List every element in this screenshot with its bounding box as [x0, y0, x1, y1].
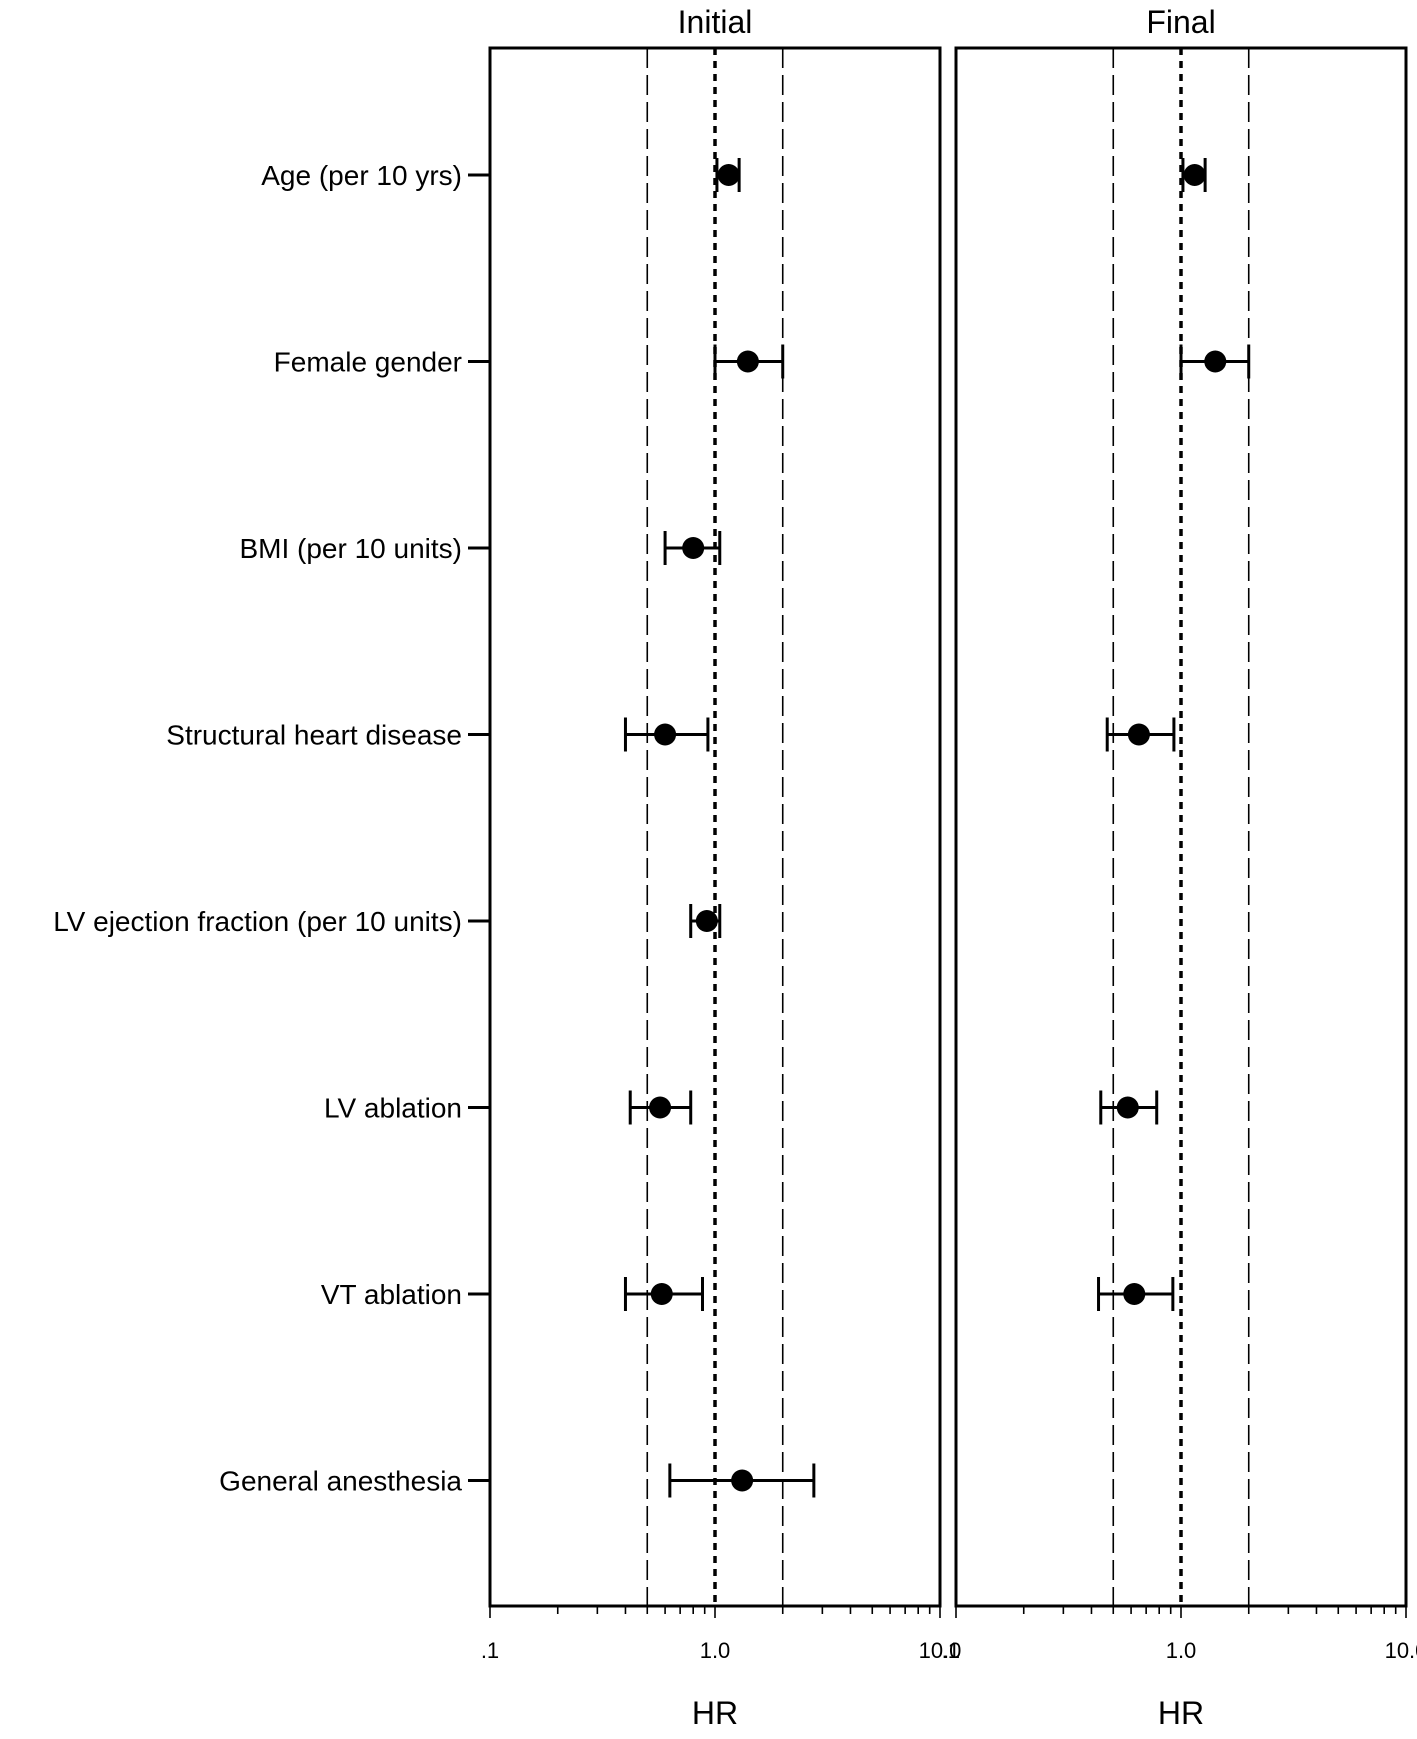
hr-point-vt-ablation [650, 1283, 673, 1305]
category-label-age-per-10-yrs: Age (per 10 yrs) [261, 160, 462, 191]
hr-point-structural-heart-disease [1127, 723, 1150, 746]
panel-title: Final [1146, 4, 1215, 40]
hr-point-general-anesthesia [731, 1469, 754, 1492]
hr-point-lv-ablation [649, 1096, 672, 1119]
category-label-vt-ablation: VT ablation [321, 1279, 462, 1310]
category-label-structural-heart-disease: Structural heart disease [166, 720, 462, 751]
hr-point-lv-ejection-fraction-per-10-units [695, 910, 718, 932]
panel-final: Final .1 1.0 10.0HR [942, 4, 1417, 1731]
panel-initial: Initial .1 1.0 10.0HR [468, 4, 961, 1731]
hr-point-vt-ablation [1123, 1283, 1146, 1305]
hr-point-age-per-10-yrs [1183, 164, 1206, 186]
x-tick-label: .1 [481, 1638, 499, 1663]
x-tick-label: 10.0 [1385, 1638, 1417, 1663]
panel-title: Initial [678, 4, 753, 40]
category-label-lv-ablation: LV ablation [324, 1093, 462, 1124]
x-axis-label: HR [692, 1695, 738, 1731]
category-label-lv-ejection-fraction-per-10-units: LV ejection fraction (per 10 units) [53, 906, 462, 937]
hr-point-female-gender [736, 350, 759, 373]
hr-point-structural-heart-disease [654, 723, 677, 746]
x-tick-label: 1.0 [1166, 1638, 1197, 1663]
hr-point-bmi-per-10-units [682, 537, 705, 559]
plot-frame [954, 46, 1408, 1608]
x-tick-label: 10.0 [919, 1638, 962, 1663]
x-tick-label: .1 [942, 1638, 960, 1663]
x-tick-label: 1.0 [700, 1638, 731, 1663]
category-label-general-anesthesia: General anesthesia [219, 1466, 462, 1497]
x-axis-label: HR [1158, 1695, 1204, 1731]
plot-frame [488, 46, 942, 1608]
hr-point-lv-ablation [1116, 1096, 1139, 1119]
category-label-female-gender: Female gender [274, 347, 462, 378]
hr-point-female-gender [1204, 350, 1227, 373]
category-label-bmi-per-10-units: BMI (per 10 units) [239, 533, 462, 564]
hr-point-age-per-10-yrs [717, 164, 740, 186]
